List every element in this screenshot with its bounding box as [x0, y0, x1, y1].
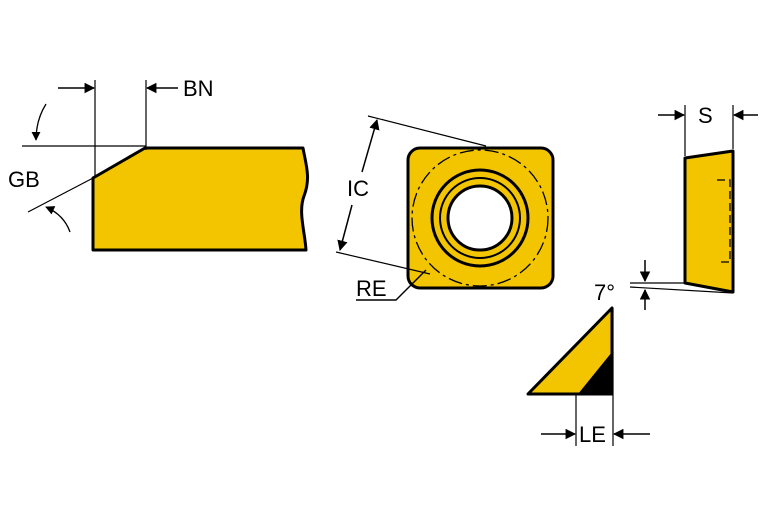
re-leader	[356, 269, 427, 301]
le-label: LE	[579, 422, 606, 447]
gb-label: GB	[8, 167, 40, 192]
ic-dimension-line-bottom	[337, 204, 353, 252]
angle-extension-line	[629, 286, 734, 294]
side-profile	[683, 149, 735, 294]
gb-arc-bottom	[45, 206, 71, 233]
ic-label: IC	[347, 176, 369, 201]
profile-body	[91, 146, 310, 252]
insert-top-view: IC RE	[335, 115, 555, 301]
land-body	[526, 306, 614, 396]
re-label: RE	[356, 276, 387, 301]
gb-arc-top	[31, 103, 47, 141]
insert-side-view: S 7°	[594, 103, 758, 310]
inscribed-circle	[411, 149, 549, 287]
hidden-hole-line	[717, 179, 731, 263]
ic-extension-bottom	[335, 251, 431, 275]
chamfer-profile-view: BN GB	[8, 76, 310, 252]
center-hole	[446, 184, 514, 252]
gb-chamfer-extension	[27, 176, 96, 213]
s-label: S	[698, 103, 713, 128]
angle-label: 7°	[594, 280, 615, 305]
land-chamfer-dark	[578, 352, 612, 394]
bn-label: BN	[183, 76, 214, 101]
ic-extension-top	[367, 115, 487, 147]
land-detail-view: LE	[526, 306, 650, 447]
ic-dimension-line-top	[361, 118, 380, 173]
